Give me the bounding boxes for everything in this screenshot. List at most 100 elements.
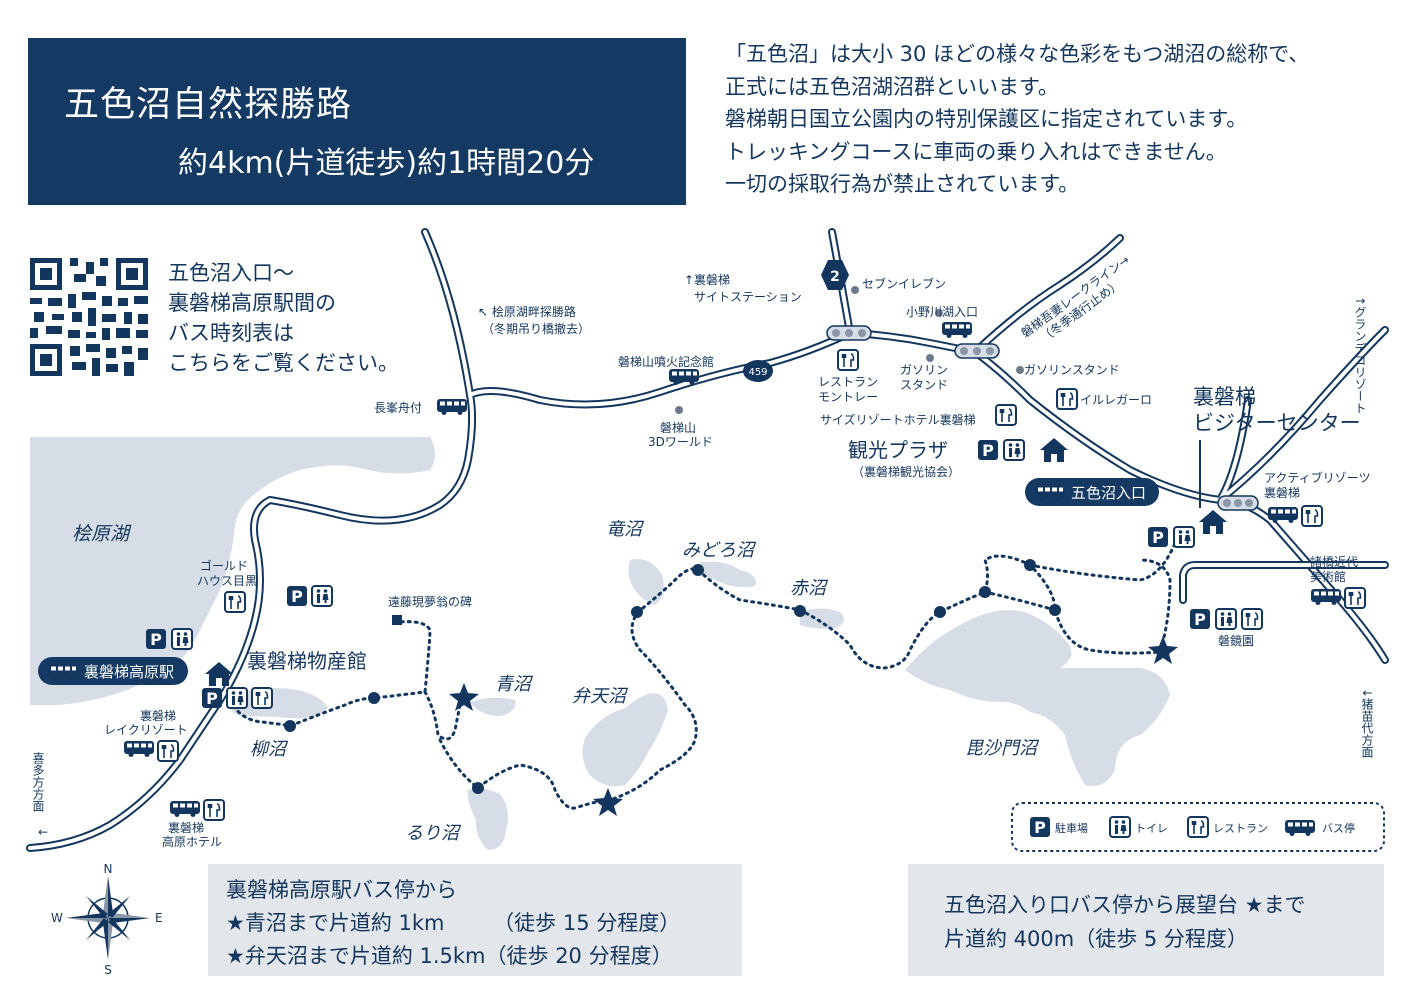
- svg-text:裏磐梯高原駅: 裏磐梯高原駅: [84, 663, 174, 681]
- bus-icon: [170, 801, 200, 817]
- parking-icon: [146, 629, 166, 649]
- label-seven: セブンイレブン: [862, 276, 946, 291]
- intro-line: 磐梯朝日国立公園内の特別保護区に指定されています。: [725, 107, 1248, 131]
- label-gas1: ガソリンスタンド: [900, 363, 948, 392]
- info-line: ★青沼まで片道約 1km （徒歩 15 分程度）: [226, 911, 681, 935]
- title-box: 五色沼自然探勝路 約4km(片道徒歩)約1時間20分: [28, 38, 686, 205]
- label-ao: 青沼: [495, 674, 534, 695]
- bus-icon: [942, 322, 972, 338]
- intro-line: 一切の採取行為が禁止されています。: [725, 172, 1080, 196]
- restaurant-icon: [995, 404, 1017, 426]
- label-bussankan: 裏磐梯物産館: [247, 649, 367, 673]
- label-aka: 赤沼: [790, 578, 829, 599]
- ruri-lake: [467, 788, 508, 850]
- label-site-station: ↑裏磐梯サイトステーション: [684, 272, 802, 304]
- label-montre: レストランモントレー: [818, 375, 878, 404]
- label-kanko-sub: （裏磐梯観光協会）: [852, 464, 960, 479]
- label-onogawa: 小野川湖入口: [906, 304, 978, 319]
- svg-text:E: E: [155, 911, 163, 925]
- route-2-sign: 2: [821, 260, 849, 290]
- info-line: 片道約 400m（徒歩 5 分程度）: [944, 927, 1248, 951]
- qr-note-line: 五色沼入口～: [168, 261, 294, 285]
- restaurant-icon: [1301, 505, 1323, 527]
- label-goldhouse: ゴールドハウス目黒: [197, 558, 257, 588]
- midoro-lake: [699, 561, 756, 588]
- svg-text:駐車場: 駐車場: [1055, 821, 1088, 835]
- svg-text:バス停: バス停: [1322, 821, 1355, 835]
- label-kanko-plaza: 観光プラザ: [848, 438, 948, 462]
- route-459-sign: 459: [743, 360, 773, 382]
- info-line: 五色沼入り口バス停から展望台 ★まで: [944, 893, 1306, 917]
- restaurant-icon: [224, 591, 246, 613]
- bus-icon: [1311, 589, 1341, 605]
- label-ruri: るり沼: [405, 823, 462, 844]
- ryu-lake: [628, 559, 664, 605]
- label-funka: 磐梯山噴火記念館: [618, 354, 714, 369]
- label-inawashiro: ↓猪苗代方面: [1360, 688, 1374, 758]
- restaurant-icon: [1344, 587, 1366, 609]
- parking-icon: [978, 440, 998, 460]
- qr-note-line: こちらをご覧ください。: [168, 351, 399, 375]
- toilet-icon: [1003, 439, 1025, 461]
- info-box-right: 五色沼入り口バス停から展望台 ★まで 片道約 400m（徒歩 5 分程度）: [908, 864, 1384, 976]
- compass-icon: N S E W: [51, 862, 163, 977]
- svg-text:←: ←: [38, 825, 48, 839]
- label-ryu: 竜沼: [606, 519, 645, 540]
- toilet-icon: [1173, 526, 1195, 548]
- info-line: ★弁天沼まで片道約 1.5km（徒歩 20 分程度）: [226, 944, 673, 968]
- viewpoint-star-bishamon: [1148, 636, 1178, 664]
- qr-note: 五色沼入口～ 裏磐梯高原駅間の バス時刻表は こちらをご覧ください。: [168, 258, 399, 378]
- parking-icon: [287, 586, 307, 606]
- label-hibara-trail: ↖ 桧原湖畔探勝路（冬期吊り橋撤去）: [478, 304, 590, 336]
- toilet-icon: [226, 687, 248, 709]
- viewpoint-star-benten: [593, 788, 623, 816]
- label-midoro: みどろ沼: [682, 540, 757, 561]
- page-title: 五色沼自然探勝路: [64, 85, 353, 125]
- toilet-icon: [1215, 608, 1237, 630]
- label-endo: 遠藤現夢翁の碑: [388, 594, 472, 609]
- bus-icon: [437, 399, 467, 415]
- benten-lake: [582, 693, 668, 787]
- svg-text:N: N: [104, 862, 113, 876]
- traffic-light-icon: [1217, 495, 1259, 511]
- toilet-icon: [171, 628, 193, 650]
- restaurant-icon: [1241, 608, 1263, 630]
- trail: [228, 528, 1182, 810]
- label-lakeresort: 裏磐梯レイクリゾート: [104, 708, 188, 737]
- house-icon: [1040, 438, 1068, 462]
- intro-line: トレッキングコースに車両の乗り入れはできません。: [725, 139, 1227, 164]
- bus-icon: [124, 741, 154, 757]
- bus-stop-station: 裏磐梯高原駅: [38, 657, 188, 685]
- legend: 駐車場 トイレ レストラン バス停: [1011, 802, 1385, 852]
- svg-text:トイレ: トイレ: [1135, 822, 1168, 835]
- qr-note-line: バス時刻表は: [168, 321, 294, 345]
- intro-line: 正式には五色沼湖沼群といいます。: [725, 74, 1059, 99]
- label-bankyo: 磐鏡園: [1218, 633, 1254, 648]
- label-nagamine: 長峯舟付: [374, 401, 422, 415]
- bus-stop-goshiki: 五色沼入口: [1025, 478, 1159, 506]
- svg-text:459: 459: [748, 367, 767, 378]
- house-icon: [205, 662, 233, 686]
- qr-note-line: 裏磐梯高原駅間の: [168, 291, 336, 315]
- svg-text:S: S: [104, 963, 112, 977]
- label-benten: 弁天沼: [572, 686, 629, 707]
- viewpoint-star-ao: [449, 683, 479, 711]
- aka-lake: [800, 608, 844, 629]
- bishamon-lake: [905, 610, 1170, 786]
- intro-line: 「五色沼」は大小 30 ほどの様々な色彩をもつ湖沼の総称で、: [725, 42, 1310, 66]
- label-visitor: 裏磐梯ビジターセンター: [1193, 385, 1361, 435]
- restaurant-icon: [157, 740, 179, 762]
- traffic-light-icon: [826, 325, 872, 341]
- parking-icon: [202, 688, 222, 708]
- info-box-left: 裏磐梯高原駅バス停から ★青沼まで片道約 1km （徒歩 15 分程度） ★弁天…: [208, 864, 742, 976]
- restaurant-icon: [251, 687, 273, 709]
- toilet-icon: [311, 585, 333, 607]
- info-line: 裏磐梯高原駅バス停から: [226, 878, 457, 902]
- hibara-lake: [30, 437, 435, 705]
- house-icon: [1199, 510, 1227, 534]
- label-active: アクティブリゾーツ裏磐梯: [1264, 470, 1370, 500]
- svg-text:レストラン: レストラン: [1213, 822, 1268, 835]
- qr-code[interactable]: [30, 258, 148, 376]
